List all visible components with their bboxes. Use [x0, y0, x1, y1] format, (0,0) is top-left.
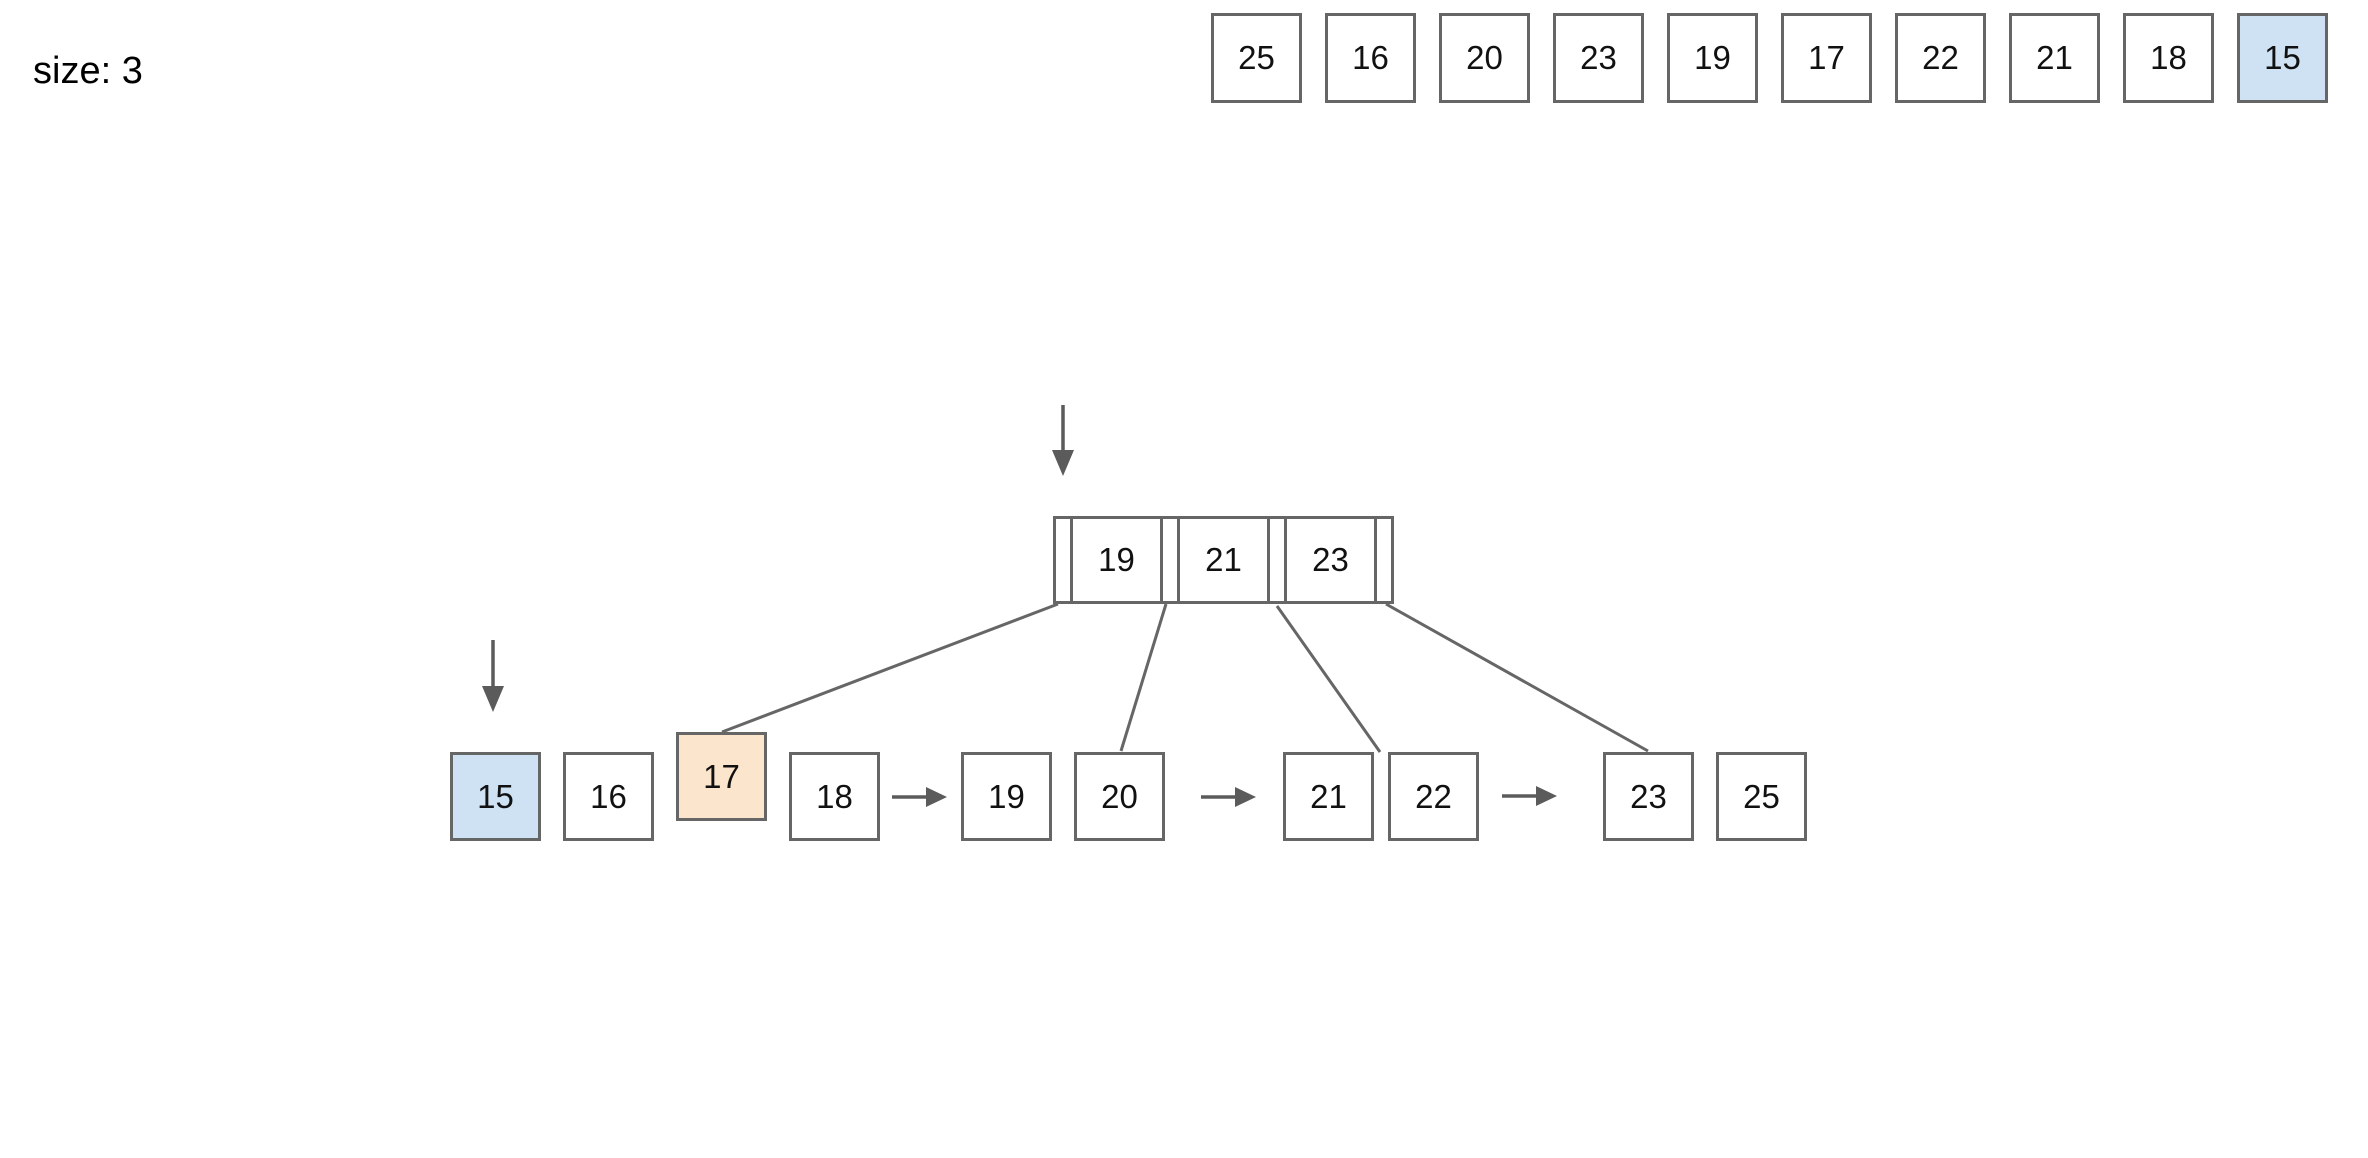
root-key-cell: 19 [1073, 519, 1163, 601]
pointer-slot [1163, 519, 1180, 601]
leaf-box-22: 22 [1388, 752, 1479, 841]
sibling-arrow-20-to-21 [1201, 787, 1256, 807]
sequence-box: 22 [1895, 13, 1986, 103]
leaf-box-15: 15 [450, 752, 541, 841]
leaf-box-25: 25 [1716, 752, 1807, 841]
down-arrow-above-leaf-15 [482, 640, 504, 712]
sequence-box: 23 [1553, 13, 1644, 103]
sequence-box: 21 [2009, 13, 2100, 103]
sequence-box: 25 [1211, 13, 1302, 103]
sibling-arrow-22-to-23 [1502, 786, 1557, 806]
root-key-cell: 23 [1287, 519, 1377, 601]
down-arrow-above-root-left-slot [1052, 405, 1074, 476]
leaf-box-21: 21 [1283, 752, 1374, 841]
leaf-box-17: 17 [676, 732, 767, 821]
sibling-arrow-18-to-19 [892, 787, 947, 807]
sequence-box-highlighted: 15 [2237, 13, 2328, 103]
child-link-to-leaf-20 [1119, 603, 1168, 752]
sequence-box: 17 [1781, 13, 1872, 103]
sequence-box: 16 [1325, 13, 1416, 103]
btree-root-node: 19 21 23 [1053, 516, 1394, 604]
leaf-box-19: 19 [961, 752, 1052, 841]
insert-sequence-row: 25 16 20 23 19 17 22 21 18 15 [1211, 13, 2328, 103]
pointer-slot [1270, 519, 1287, 601]
size-label: size: 3 [33, 50, 143, 92]
child-link-to-leaf-17 [721, 602, 1059, 734]
leaf-box-16: 16 [563, 752, 654, 841]
leaf-box-23: 23 [1603, 752, 1694, 841]
pointer-slot [1056, 519, 1073, 601]
sequence-box: 20 [1439, 13, 1530, 103]
sequence-box: 18 [2123, 13, 2214, 103]
child-link-to-leaf-23 [1385, 602, 1649, 753]
pointer-slot [1377, 519, 1391, 601]
leaf-box-18: 18 [789, 752, 880, 841]
leaf-box-20: 20 [1074, 752, 1165, 841]
sequence-box: 19 [1667, 13, 1758, 103]
child-link-to-leaf-22 [1275, 605, 1382, 753]
root-key-cell: 21 [1180, 519, 1270, 601]
